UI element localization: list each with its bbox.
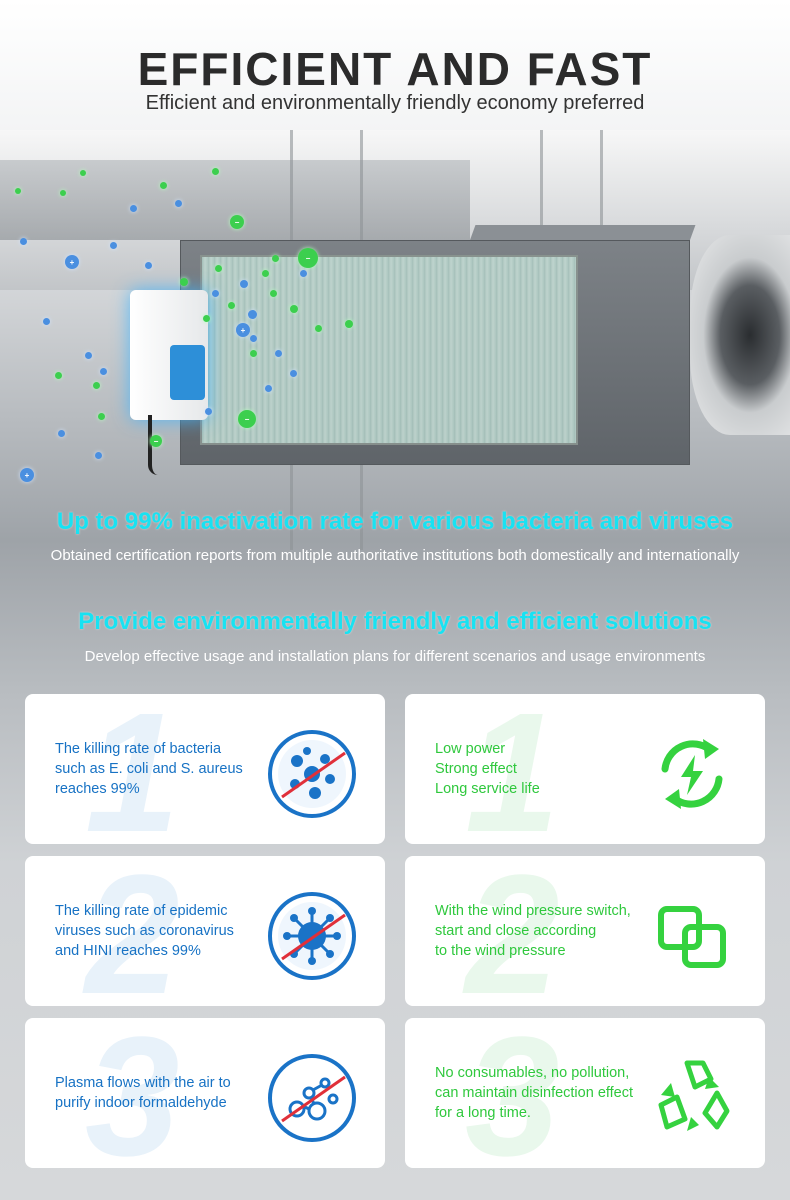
card-number: 2 bbox=[85, 856, 180, 1006]
negative-ion-icon: − bbox=[230, 215, 244, 229]
card-line: purify indoor formaldehyde bbox=[55, 1095, 227, 1111]
inactivation-title: Up to 99% inactivation rate for various … bbox=[56, 508, 734, 535]
inactivation-subtitle: Obtained certification reports from mult… bbox=[50, 547, 740, 564]
negative-ion-icon bbox=[345, 320, 353, 328]
positive-ion-icon bbox=[95, 452, 102, 459]
card-line: reaches 99% bbox=[55, 781, 140, 797]
card-line: With the wind pressure switch, bbox=[435, 903, 631, 919]
card-line: Long service life bbox=[435, 781, 540, 797]
support-pole bbox=[540, 130, 543, 240]
card-line: can maintain disinfection effect bbox=[435, 1085, 634, 1101]
air-filter bbox=[200, 255, 578, 445]
page-subtitle: Efficient and environmentally friendly e… bbox=[145, 92, 645, 114]
card-line: The killing rate of epidemic bbox=[55, 903, 228, 919]
card-number: 2 bbox=[465, 856, 560, 1006]
bacteria-crossed-icon bbox=[267, 729, 357, 819]
positive-ion-icon: + bbox=[65, 255, 79, 269]
positive-ion-icon: + bbox=[20, 468, 34, 482]
positive-ion-icon bbox=[58, 430, 65, 437]
negative-ion-icon bbox=[98, 413, 105, 420]
hero-illustration: − − + + − − + bbox=[0, 130, 790, 550]
negative-ion-icon bbox=[180, 278, 188, 286]
negative-ion-icon bbox=[215, 265, 222, 272]
positive-ion-icon bbox=[212, 290, 219, 297]
positive-ion-icon bbox=[85, 352, 92, 359]
card-text: The killing rate of epidemic viruses suc… bbox=[55, 856, 275, 1006]
card-text: With the wind pressure switch, start and… bbox=[435, 856, 655, 1006]
positive-ion-icon bbox=[175, 200, 182, 207]
negative-ion-icon: − bbox=[298, 248, 318, 268]
positive-ion-icon bbox=[145, 262, 152, 269]
card-text: Low power Strong effect Long service lif… bbox=[435, 694, 655, 844]
positive-ion-icon bbox=[100, 368, 107, 375]
card-line: No consumables, no pollution, bbox=[435, 1065, 630, 1081]
card-line: and HINI reaches 99% bbox=[55, 943, 201, 959]
card-line: Strong effect bbox=[435, 761, 517, 777]
negative-ion-icon: − bbox=[150, 435, 162, 447]
negative-ion-icon bbox=[262, 270, 269, 277]
card-line: Plasma flows with the air to bbox=[55, 1075, 231, 1091]
negative-ion-icon bbox=[250, 350, 257, 357]
positive-ion-icon bbox=[248, 310, 257, 319]
feature-card-no-consumables: 3 No consumables, no pollution, can main… bbox=[405, 1018, 765, 1168]
positive-ion-icon bbox=[20, 238, 27, 245]
card-text: Plasma flows with the air to purify indo… bbox=[55, 1018, 275, 1168]
duct-fan bbox=[690, 235, 790, 435]
card-line: such as E. coli and S. aureus bbox=[55, 761, 243, 777]
card-line: The killing rate of bacteria bbox=[55, 741, 222, 757]
solutions-subtitle: Develop effective usage and installation… bbox=[84, 648, 706, 665]
positive-ion-icon bbox=[110, 242, 117, 249]
negative-ion-icon bbox=[228, 302, 235, 309]
card-number: 3 bbox=[465, 1018, 560, 1168]
positive-ion-icon bbox=[265, 385, 272, 392]
negative-ion-icon bbox=[80, 170, 86, 176]
positive-ion-icon bbox=[240, 280, 248, 288]
card-line: to the wind pressure bbox=[435, 943, 566, 959]
negative-ion-icon bbox=[55, 372, 62, 379]
negative-ion-icon bbox=[15, 188, 21, 194]
card-line: start and close according bbox=[435, 923, 597, 939]
positive-ion-icon bbox=[130, 205, 137, 212]
positive-ion-icon bbox=[290, 370, 297, 377]
card-line: for a long time. bbox=[435, 1105, 531, 1121]
negative-ion-icon bbox=[93, 382, 100, 389]
solutions-title: Provide environmentally friendly and eff… bbox=[78, 608, 712, 635]
support-pole bbox=[600, 130, 603, 240]
negative-ion-icon bbox=[160, 182, 167, 189]
card-line: viruses such as coronavirus bbox=[55, 923, 234, 939]
power-cycle-icon bbox=[647, 729, 737, 819]
negative-ion-icon bbox=[212, 168, 219, 175]
negative-ion-icon bbox=[272, 255, 279, 262]
switch-squares-icon bbox=[647, 891, 737, 981]
molecule-crossed-icon bbox=[267, 1053, 357, 1143]
positive-ion-icon bbox=[300, 270, 307, 277]
card-text: No consumables, no pollution, can mainta… bbox=[435, 1018, 655, 1168]
device-module bbox=[170, 345, 205, 400]
negative-ion-icon bbox=[203, 315, 210, 322]
negative-ion-icon bbox=[270, 290, 277, 297]
virus-crossed-icon bbox=[267, 891, 357, 981]
card-number: 1 bbox=[85, 694, 180, 844]
negative-ion-icon bbox=[315, 325, 322, 332]
negative-ion-icon: − bbox=[238, 410, 256, 428]
feature-card-virus: 2 The killing rate of epidemic viruses s… bbox=[25, 856, 385, 1006]
feature-card-bacteria: 1 The killing rate of bacteria such as E… bbox=[25, 694, 385, 844]
positive-ion-icon bbox=[43, 318, 50, 325]
card-text: The killing rate of bacteria such as E. … bbox=[55, 694, 275, 844]
negative-ion-icon bbox=[290, 305, 298, 313]
feature-card-wind-switch: 2 With the wind pressure switch, start a… bbox=[405, 856, 765, 1006]
card-line: Low power bbox=[435, 741, 506, 757]
negative-ion-icon bbox=[60, 190, 66, 196]
positive-ion-icon bbox=[250, 335, 257, 342]
positive-ion-icon bbox=[275, 350, 282, 357]
device-cable bbox=[148, 415, 158, 475]
page-title: EFFICIENT AND FAST bbox=[137, 43, 653, 95]
positive-ion-icon: + bbox=[236, 323, 250, 337]
card-number: 3 bbox=[85, 1018, 180, 1168]
feature-card-formaldehyde: 3 Plasma flows with the air to purify in… bbox=[25, 1018, 385, 1168]
positive-ion-icon bbox=[205, 408, 212, 415]
card-number: 1 bbox=[465, 694, 560, 844]
feature-card-power: 1 Low power Strong effect Long service l… bbox=[405, 694, 765, 844]
recycle-icon bbox=[647, 1053, 737, 1143]
